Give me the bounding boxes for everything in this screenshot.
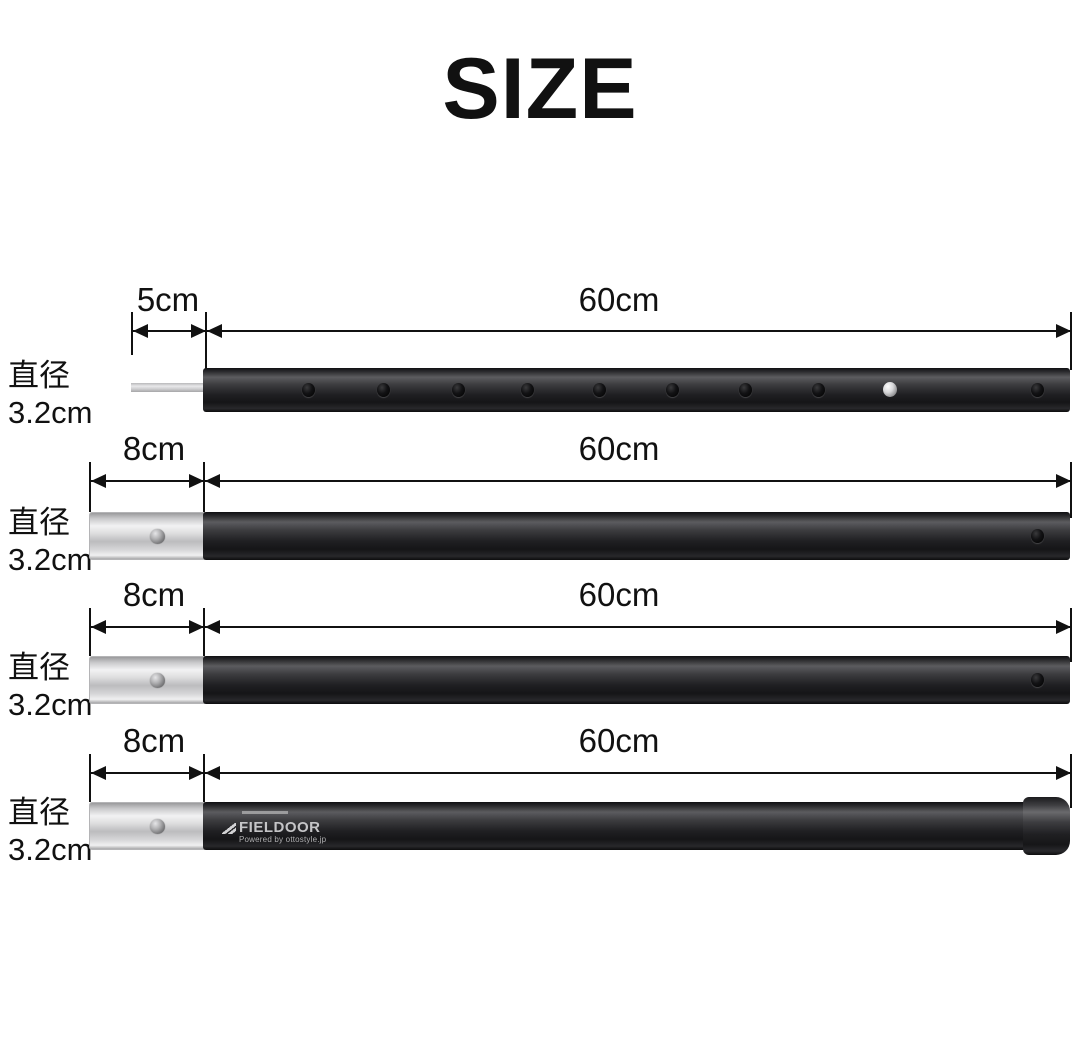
arrow-left-length-row-2	[205, 474, 220, 488]
brand-name: FIELDOOR	[239, 819, 321, 836]
length-dimension-label-row-4: 60cm	[578, 722, 660, 759]
extension-line-mid-row-3	[203, 608, 205, 662]
brand-logo-icon	[222, 823, 236, 834]
arrow-right-length-row-1	[1056, 324, 1071, 338]
pole-hole	[1031, 529, 1044, 543]
ferrule-row-3	[89, 656, 207, 704]
diameter-label-row-2: 直径 3.2cm	[8, 505, 120, 578]
arrow-right-length-row-3	[1056, 620, 1071, 634]
pole-hole	[377, 383, 390, 397]
dimension-line-length-row-2	[205, 480, 1070, 482]
diameter-label-line1: 直径	[8, 505, 70, 540]
diameter-label-line2: 3.2cm	[8, 686, 93, 722]
extension-line-mid-row-4	[203, 754, 205, 808]
diameter-label-row-4: 直径 3.2cm	[8, 795, 120, 868]
diameter-label-row-1: 直径 3.2cm	[8, 358, 120, 431]
length-dimension-label-row-3: 60cm	[578, 576, 660, 613]
length-dimension-label-row-1: 60cm	[578, 281, 660, 318]
length-dimension-label-row-2: 60cm	[578, 430, 660, 467]
ferrule-locking-pin-row-3	[150, 673, 165, 688]
arrow-right-segment-row-3	[189, 620, 204, 634]
arrow-right-segment-row-2	[189, 474, 204, 488]
pole-hole	[302, 383, 315, 397]
diameter-label-line1: 直径	[8, 795, 70, 830]
dimension-line-length-row-4	[205, 772, 1070, 774]
arrow-left-length-row-3	[205, 620, 220, 634]
dimension-line-segment-row-4	[91, 772, 203, 774]
segment-dimension-label-row-3: 8cm	[122, 576, 186, 613]
ferrule-row-2	[89, 512, 207, 560]
brand-tagline: Powered by ottostyle.jp	[239, 835, 327, 844]
arrow-left-segment-row-3	[91, 620, 106, 634]
arrow-right-length-row-2	[1056, 474, 1071, 488]
pole-hole	[812, 383, 825, 397]
extension-line-right-row-1	[1070, 312, 1072, 370]
arrow-left-segment-row-4	[91, 766, 106, 780]
pole-hole	[521, 383, 534, 397]
diameter-label-line2: 3.2cm	[8, 394, 93, 430]
pole-hole	[593, 383, 606, 397]
page-title: SIZE	[442, 41, 638, 137]
arrow-left-length-row-4	[205, 766, 220, 780]
dimension-line-segment-row-1	[133, 330, 205, 332]
pole-hole	[666, 383, 679, 397]
arrow-right-segment-row-4	[189, 766, 204, 780]
dimension-line-segment-row-3	[91, 626, 203, 628]
inner-shaft-row-1	[131, 383, 207, 392]
segment-dimension-label-row-4: 8cm	[122, 722, 186, 759]
ferrule-row-4	[89, 802, 207, 850]
pole-hole	[739, 383, 752, 397]
diameter-label-line2: 3.2cm	[8, 831, 93, 867]
extension-line-mid-row-2	[203, 462, 205, 518]
ferrule-locking-pin-row-2	[150, 529, 165, 544]
extension-line-left-row-2	[89, 462, 91, 512]
extension-line-left-row-3	[89, 608, 91, 656]
pole-body-row-3	[203, 656, 1070, 704]
pole-locking-pin	[883, 382, 897, 397]
dimension-line-segment-row-2	[91, 480, 203, 482]
extension-line-left-row-4	[89, 754, 91, 802]
pole-hole	[452, 383, 465, 397]
pole-body-row-1	[203, 368, 1070, 412]
segment-dimension-label-row-2: 8cm	[122, 430, 186, 467]
dimension-line-length-row-1	[207, 330, 1070, 332]
dimension-line-length-row-3	[205, 626, 1070, 628]
pole-body-row-4	[203, 802, 1029, 850]
arrow-right-length-row-4	[1056, 766, 1071, 780]
end-cap-row-4	[1023, 797, 1070, 855]
diameter-label-line2: 3.2cm	[8, 541, 93, 577]
arrow-left-length-row-1	[207, 324, 222, 338]
pole-hole	[1031, 383, 1044, 397]
diameter-label-line1: 直径	[8, 650, 70, 685]
extension-line-right-row-3	[1070, 608, 1072, 662]
ferrule-locking-pin-row-4	[150, 819, 165, 834]
brand-accent-dash	[242, 811, 288, 814]
arrow-right-segment-row-1	[191, 324, 206, 338]
extension-line-mid-row-1	[205, 312, 207, 370]
extension-line-right-row-4	[1070, 754, 1072, 808]
extension-line-left-row-1	[131, 312, 133, 355]
arrow-left-segment-row-2	[91, 474, 106, 488]
diameter-label-line1: 直径	[8, 358, 70, 393]
arrow-left-segment-row-1	[133, 324, 148, 338]
segment-dimension-label-row-1: 5cm	[136, 281, 200, 318]
diameter-label-row-3: 直径 3.2cm	[8, 650, 120, 723]
extension-line-right-row-2	[1070, 462, 1072, 518]
pole-hole	[1031, 673, 1044, 687]
pole-body-row-2	[203, 512, 1070, 560]
brand-mark: FIELDOOR Powered by ottostyle.jp	[222, 811, 327, 844]
